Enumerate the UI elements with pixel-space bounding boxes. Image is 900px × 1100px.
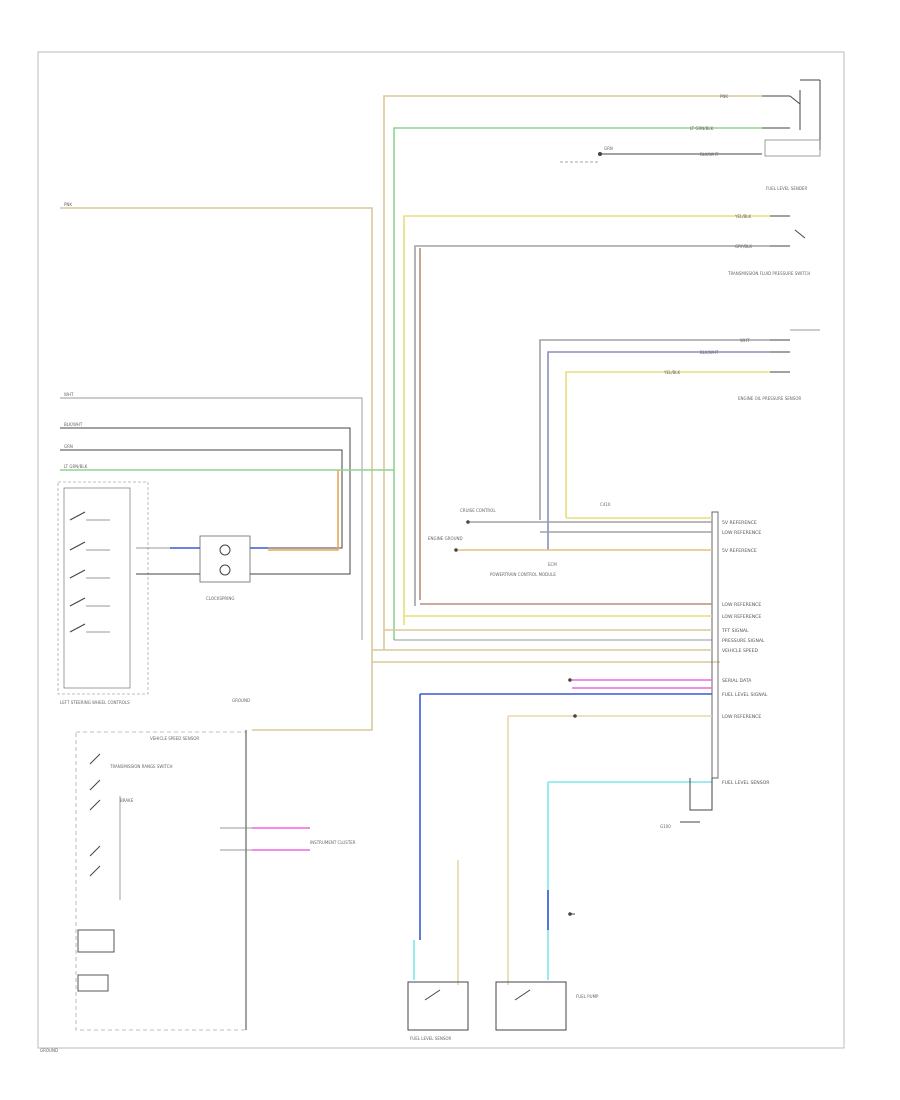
cluster-switches [89,753,121,900]
row-label-2: 5V REFERENCE [722,548,757,554]
wire-tan-left [60,207,720,663]
wire-grey-top [414,245,770,606]
row-label-5: TFT SIGNAL [721,628,749,634]
label-brake: BRAKE [120,798,134,803]
label-transmission-range: TRANSMISSION RANGE SWITCH [109,764,173,769]
fuel-level-switch-top [762,79,821,157]
wire-grn-left [60,449,343,549]
row-label-7: VEHICLE SPEED [722,648,758,654]
wire-yellow-mid [565,371,770,518]
wire-tan-cluster [252,662,373,731]
wire-wht-left [60,397,363,640]
row-label-0: 5V REFERENCE [722,520,757,526]
wire-yellow-top [403,215,770,625]
wire-tan-top [383,95,762,650]
label-blk-wht-left: BLK/WHT [64,422,83,427]
row-label-9: FUEL LEVEL SIGNAL [722,692,768,698]
row-label-1: LOW REFERENCE [722,530,761,536]
clockspring-label: CLOCKSPRING [206,596,234,601]
label-gry-blk: GRY/BLK [735,244,752,249]
instrument-cluster-outline [75,731,247,1031]
label-engine-ground: ENGINE GROUND [428,536,463,541]
row-label-3: LOW REFERENCE [722,602,761,608]
clockspring-box [199,535,251,583]
label-yel-blk2: YEL/BLK [663,370,681,375]
label-grn-left: GRN [64,444,73,449]
label-grn: GRN [604,146,613,151]
label-cruise-control: CRUISE CONTROL [460,508,496,513]
label-pnk-top: PNK [720,94,728,99]
label-instrument-cluster: INSTRUMENT CLUSTER [310,840,356,845]
diagram-border [37,51,845,1049]
cluster-lamp [77,974,109,992]
fuel-pump-box [495,981,567,1031]
wire-green-top [393,127,762,640]
row-label-8: SERIAL DATA [722,678,752,684]
wire-orange-left [268,470,339,551]
label-engine-sensor: ENGINE OIL PRESSURE SENSOR [738,396,801,401]
fuel-level-sensor-box [407,981,469,1031]
row-label-4: LOW REFERENCE [722,614,761,620]
wire-bluegrey-mid [547,351,770,550]
label-wht-left: WHT [64,392,74,397]
label-vehicle-speed: VEHICLE SPEED SENSOR [150,736,199,741]
label-trans-sensor: TRANSMISSION FLUID PRESSURE SWITCH [727,271,810,276]
label-ltgrn-blk-left: LT GRN/BLK [64,464,88,469]
label-fuel-level-sender: FUEL LEVEL SENDER [766,186,807,191]
label-yel-blk: YEL/BLK [734,214,752,219]
pressure-sensor-terminals [770,329,820,373]
trans-switch [770,215,806,247]
steering-switch-panel [57,481,149,695]
label-pnk-left: PNK [64,202,72,207]
label-switch-panel: LEFT STEERING WHEEL CONTROLS [60,700,130,705]
wire-blk-left [60,427,351,575]
switch-contacts [69,511,110,633]
cluster-display [77,929,115,953]
label-g100: G100 [660,824,671,829]
row-label-11: FUEL LEVEL SENSOR [722,780,770,786]
row-label-6: PRESSURE SIGNAL [722,638,765,644]
label-blk-wht: BLK/WHT [700,152,719,157]
label-c410: C410 [600,502,611,507]
ecm-connector-block [711,511,719,779]
label-ecm: ECM [548,562,557,567]
label-fuel-pump: FUEL PUMP [576,994,599,999]
label-fuel-level-sensor: FUEL LEVEL SENSOR [410,1036,452,1041]
label-ground-bottom: GROUND [40,1048,58,1053]
wire-grey-mid [539,339,770,520]
label-wht: WHT [740,338,750,343]
label-ground-left: GROUND [232,698,250,703]
row-label-10: LOW REFERENCE [722,714,761,720]
label-ltgrn-blk: LT GRN/BLK [690,126,714,131]
label-blk-wht2: BLK/WHT [700,350,719,355]
label-pcm-connector: POWERTRAIN CONTROL MODULE [490,572,556,577]
